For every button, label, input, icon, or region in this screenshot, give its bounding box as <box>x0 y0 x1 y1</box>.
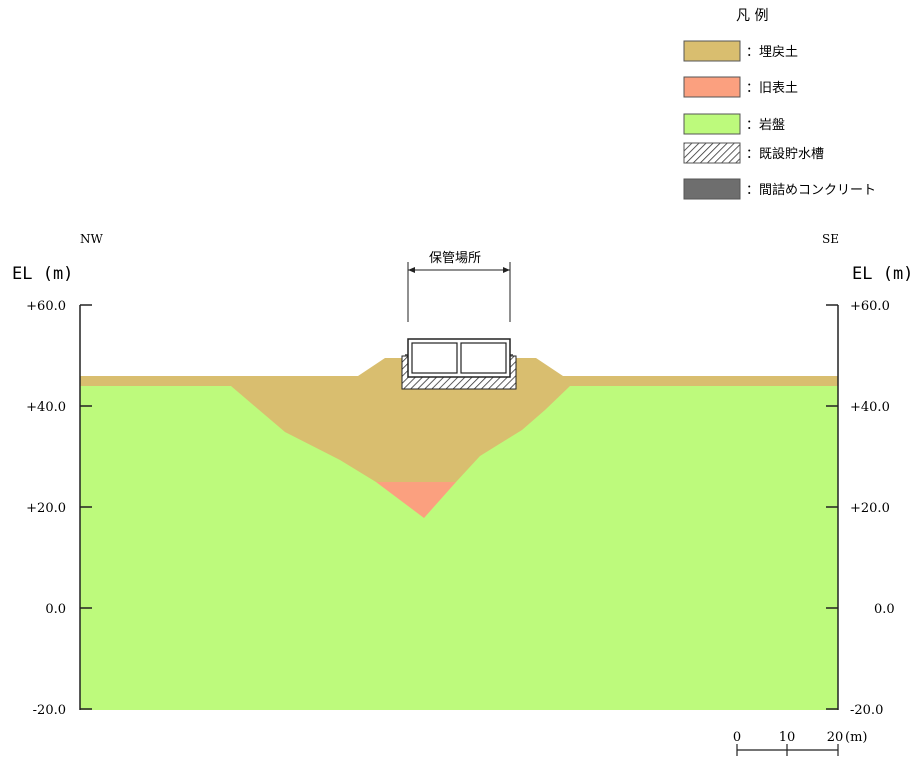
scale-bar-label-10: 10 <box>779 730 796 745</box>
legend-swatch-tank <box>683 142 741 164</box>
left-axis-label: EL (m) <box>12 264 73 284</box>
legend-label-old-surface: ：旧表土 <box>746 81 798 96</box>
old-surface-soil <box>376 482 456 518</box>
left-tick-label-40: +40.0 <box>26 400 66 415</box>
left-tick-label-minus20: -20.0 <box>33 703 66 718</box>
right-tick-label-40: +40.0 <box>850 400 890 415</box>
tank-cell-left <box>411 342 458 374</box>
right-tick-label-0: 0.0 <box>874 602 895 617</box>
legend-swatch-fill-concrete <box>683 178 741 200</box>
legend-item-fill-soil: ：埋戻土 <box>683 40 798 62</box>
right-axis-label: EL (m) <box>852 264 913 284</box>
direction-nw: NW <box>80 232 104 246</box>
storage-dim-arrow-right <box>503 267 510 273</box>
left-tick-label-20: +20.0 <box>26 501 66 516</box>
legend-label-fill-concrete: ：間詰めコンクリート <box>746 182 876 198</box>
legend-label-fill-soil: ：埋戻土 <box>746 45 798 60</box>
right-tick-label-minus20: -20.0 <box>850 703 883 718</box>
storage-dim-arrow-left <box>408 267 415 273</box>
legend-label-bedrock: ：岩盤 <box>746 118 785 133</box>
left-tick-label-60: +60.0 <box>26 299 66 314</box>
right-axis: +60.0 +40.0 +20.0 0.0 -20.0 <box>826 299 895 718</box>
fill-soil-layer <box>80 358 838 482</box>
tank-cell-right <box>460 342 507 374</box>
legend: ：埋戻土 ：旧表土 ：岩盤 ：既設貯水槽 ：間詰めコンクリート <box>683 40 876 200</box>
legend-title: 凡 例 <box>736 8 768 24</box>
legend-item-bedrock: ：岩盤 <box>683 113 785 135</box>
legend-item-fill-concrete: ：間詰めコンクリート <box>683 178 876 200</box>
left-tick-label-0: 0.0 <box>45 602 66 617</box>
legend-item-tank: ：既設貯水槽 <box>683 142 824 164</box>
right-tick-label-20: +20.0 <box>850 501 890 516</box>
scale-bar-label-0: 0 <box>733 730 741 745</box>
scale-bar-label-20: 20 <box>827 730 844 745</box>
direction-se: SE <box>822 232 839 246</box>
scale-bar-unit: (m) <box>845 730 867 745</box>
legend-item-old-surface: ：旧表土 <box>683 76 798 98</box>
legend-swatch-old-surface <box>683 76 741 98</box>
legend-label-tank: ：既設貯水槽 <box>746 146 824 162</box>
scale-bar: 0 10 20 (m) <box>733 730 867 756</box>
left-axis: +60.0 +40.0 +20.0 0.0 -20.0 <box>26 299 92 718</box>
right-tick-label-60: +60.0 <box>850 299 890 314</box>
legend-swatch-bedrock <box>683 113 741 135</box>
storage-location-label: 保管場所 <box>429 251 481 266</box>
legend-swatch-fill-soil <box>683 40 741 62</box>
